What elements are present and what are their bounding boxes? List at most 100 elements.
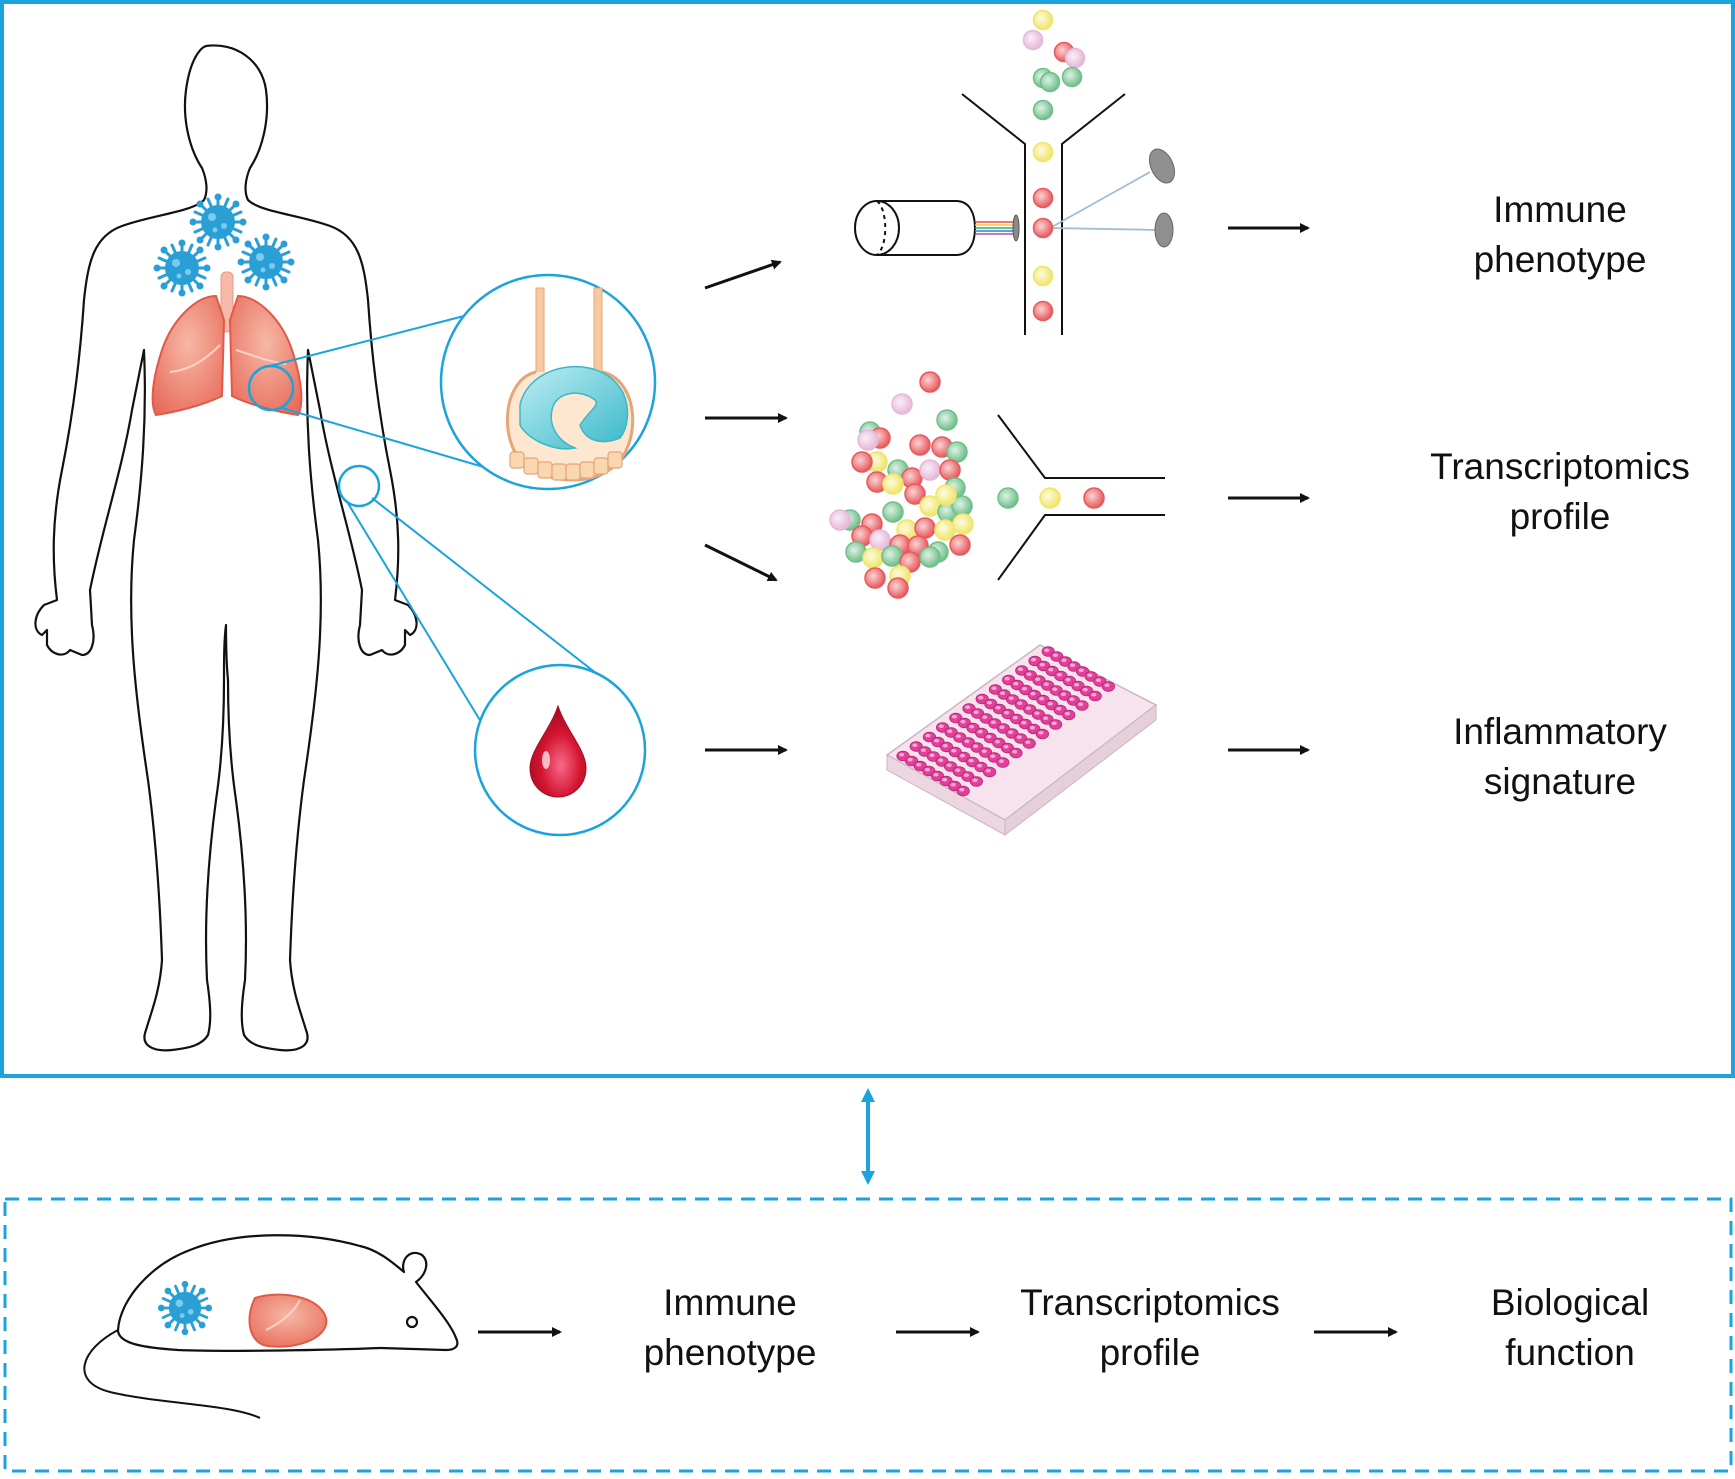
plate-well-highlight — [1052, 653, 1058, 657]
plate-well-highlight — [1087, 673, 1093, 677]
plate-well-highlight — [1021, 720, 1027, 725]
cell — [952, 513, 974, 535]
plate-well-highlight — [955, 734, 962, 738]
plate-well-highlight — [1025, 740, 1031, 744]
arrow-to-sorter-2 — [704, 543, 778, 582]
plate-well-highlight — [1044, 648, 1050, 652]
plate-well-highlight — [1061, 658, 1067, 662]
plate-well-highlight — [990, 754, 996, 758]
plate-well-highlight — [1082, 687, 1088, 692]
plate-well-highlight — [990, 720, 997, 724]
plate-well-highlight — [1035, 677, 1041, 681]
arrow-to-flow — [704, 259, 782, 290]
plate-well-highlight — [1025, 706, 1031, 710]
cell — [851, 451, 873, 473]
cell — [1032, 141, 1054, 163]
cell — [1039, 71, 1061, 93]
cell — [882, 501, 904, 523]
cell — [829, 509, 851, 531]
cell — [934, 519, 956, 541]
plate-well-highlight — [994, 739, 1001, 744]
blood-zoom-marker — [337, 464, 381, 508]
plate-well-highlight — [955, 768, 961, 772]
plate-well-highlight — [1095, 678, 1101, 682]
plate-well-highlight — [1034, 711, 1040, 715]
cell — [1022, 29, 1044, 51]
plate-well-highlight — [1043, 716, 1049, 720]
single-cell-sorter-icon — [997, 414, 1165, 581]
cell — [946, 441, 968, 463]
plate-well-highlight — [1008, 696, 1014, 700]
plate-well-highlight — [973, 744, 979, 748]
plate-well-highlight — [1070, 663, 1076, 667]
output-transcriptomics-profile: Transcriptomics profile — [1430, 446, 1690, 537]
plate-well-highlight — [951, 748, 957, 753]
plate-well-highlight — [1030, 691, 1036, 696]
plate-well-highlight — [929, 753, 935, 757]
plate-well-highlight — [1000, 691, 1006, 695]
plate-well-highlight — [942, 777, 948, 782]
plate-well-highlight — [969, 724, 975, 729]
mouse-step-transcriptomics-profile: Transcriptomics profile — [1020, 1282, 1280, 1373]
plate-well-highlight — [991, 686, 997, 690]
output-inflammatory-signature: Inflammatory signature — [1453, 711, 1667, 802]
flow-cytometer-icon — [854, 93, 1176, 335]
plate-well-highlight — [924, 767, 931, 772]
cell — [919, 459, 941, 481]
plate-well-highlight — [1078, 702, 1084, 706]
cell — [882, 473, 904, 495]
plate-well-highlight — [985, 768, 991, 773]
plate-well-highlight — [965, 705, 971, 709]
plate-well-highlight — [942, 743, 948, 748]
plate-well-highlight — [899, 752, 905, 757]
plate-well-highlight — [920, 748, 927, 752]
plate-well-highlight — [1012, 715, 1018, 720]
virus-icon — [152, 238, 212, 298]
plate-well-highlight — [982, 715, 988, 719]
plate-well-highlight — [1064, 711, 1070, 716]
cell — [1039, 487, 1061, 509]
plate-well-highlight — [1051, 721, 1057, 725]
cell — [919, 546, 941, 568]
plate-well-highlight — [964, 739, 970, 743]
virus-icon — [156, 1279, 214, 1337]
plate-well-highlight — [1013, 681, 1019, 686]
plate-well-highlight — [1074, 682, 1080, 687]
plate-well-highlight — [1026, 672, 1032, 676]
blood-drop-icon — [529, 704, 587, 798]
flow-cell-stream — [1022, 9, 1086, 322]
plate-well-highlight — [977, 729, 983, 734]
plate-well-highlight — [968, 758, 974, 763]
virus-icon — [188, 192, 248, 252]
cell — [997, 487, 1019, 509]
cell — [935, 484, 957, 506]
plate-well-highlight — [981, 749, 987, 753]
human-panel-frame — [0, 0, 1735, 1078]
plate-well-highlight — [925, 733, 931, 738]
cell — [1032, 217, 1054, 239]
plate-well-highlight — [947, 729, 953, 733]
plate-well-highlight — [938, 758, 944, 762]
mouse-step-biological-function: Biological function — [1490, 1282, 1650, 1373]
cell — [1032, 265, 1054, 287]
cell — [887, 577, 909, 599]
plate-well-highlight — [1016, 735, 1022, 739]
plate-well-highlight — [907, 757, 913, 762]
plate-well-highlight — [1047, 701, 1053, 706]
plate-well-highlight — [978, 695, 984, 700]
cell — [914, 517, 936, 539]
cell — [1032, 187, 1054, 209]
plate-well-highlight — [973, 710, 979, 714]
plate-well-highlight — [1060, 692, 1066, 696]
plate-well-highlight — [946, 763, 952, 767]
cell — [936, 409, 958, 431]
plate-well-highlight — [916, 762, 922, 767]
plate-well-highlight — [951, 714, 958, 719]
cell — [904, 483, 926, 505]
plate-well-highlight — [1065, 677, 1071, 682]
plate-well-highlight — [986, 700, 993, 705]
human-body-outline — [34, 44, 418, 1052]
plate-well-highlight — [1017, 701, 1023, 705]
cell — [919, 371, 941, 393]
output-immune-phenotype: Immune phenotype — [1473, 189, 1647, 280]
